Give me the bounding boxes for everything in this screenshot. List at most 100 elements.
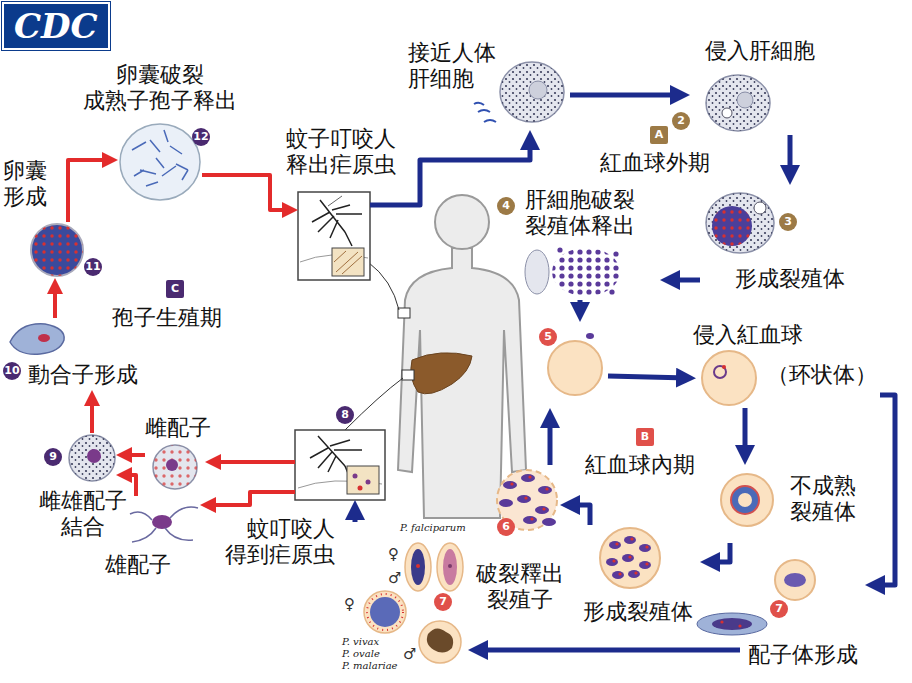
callout-number: 5	[539, 328, 557, 346]
mature-schizont-cell	[612, 571, 624, 579]
invaded-liver-cell	[737, 92, 753, 108]
liver-rupture	[609, 289, 614, 294]
ruptured-oocyst: 卵囊破裂 成熟子孢子释出	[118, 122, 202, 202]
cycle-arrow	[743, 408, 748, 457]
cycle-arrow	[548, 416, 553, 465]
ruptured-cell	[535, 506, 549, 514]
mature-schizont-cell	[606, 536, 651, 579]
gametocyte-cell	[720, 620, 723, 623]
mosquito-bite-picture	[312, 200, 362, 246]
zygote	[69, 435, 115, 481]
liver-rupture	[525, 250, 549, 294]
mature-schizont-cell	[639, 544, 651, 552]
liver-cell	[500, 62, 564, 122]
callout-number: 12	[192, 128, 210, 146]
ring-stage-cell	[702, 351, 756, 405]
stage-name: 蚊叮咬人 得到疟原虫	[210, 516, 335, 569]
mature-schizont-cell	[618, 572, 621, 575]
immature-schizont-cell	[731, 486, 759, 514]
ruptured-oocyst-shape	[132, 130, 188, 186]
vivax-gametocytes	[419, 621, 461, 663]
ruptured-cell	[542, 507, 545, 510]
cycle-arrow	[578, 300, 583, 314]
liver-rupture-stage: 肝細胞破裂 裂殖体释出	[520, 185, 660, 300]
mature-schizont-cell	[630, 537, 633, 540]
macrogamete	[153, 445, 197, 489]
callout-number: 11	[84, 258, 102, 276]
immature-schizont-cell	[738, 493, 752, 507]
mosquito-bite-picture	[298, 192, 370, 280]
liver-schizont	[712, 206, 752, 246]
ruptured-oocyst-shape	[120, 124, 200, 200]
vivax-gametocytes	[370, 597, 400, 627]
stage-name: 卵囊 形成	[3, 158, 53, 211]
stage-name: 配子体形成	[748, 642, 863, 668]
callout-number: 7	[434, 593, 452, 611]
microgamete	[130, 507, 198, 542]
cycle-arrow	[206, 492, 295, 505]
ruptured-cell	[538, 486, 552, 494]
invaded-liver-cell	[706, 75, 770, 131]
ookinete-shape	[10, 324, 64, 354]
mature-schizont-cell	[609, 541, 621, 549]
stage-letter: A	[650, 126, 668, 144]
ruptured-cell	[503, 481, 517, 489]
ruptured-cell	[523, 516, 537, 524]
macrogamete	[153, 445, 197, 489]
zygote	[87, 449, 101, 463]
cycle-arrow	[211, 460, 295, 464]
stage-label: 孢子生殖期	[112, 305, 222, 331]
stage-name: 侵入肝細胞	[705, 38, 835, 64]
human-body	[345, 195, 526, 518]
zygote: 雌雄配子 結合	[68, 433, 116, 483]
sex-symbol: ♂	[403, 646, 416, 662]
callout-number: 8	[336, 406, 354, 424]
microgamete: 雄配子	[128, 496, 200, 546]
falciparum-gametocytes	[416, 564, 420, 568]
oocyst-shape	[31, 224, 83, 276]
mosquito-feed-picture	[366, 480, 371, 485]
mosquito-feed-box: 蚊叮咬人 得到疟原虫	[295, 430, 385, 500]
falciparum-gametocytes	[437, 543, 463, 591]
stage-name: 接近人体 肝细胞	[408, 40, 508, 93]
mosquito-bite-picture	[334, 251, 362, 274]
cycle-arrow	[570, 93, 682, 98]
ruptured-cell	[510, 482, 513, 485]
mature-schizont-cell	[615, 542, 618, 545]
microgamete	[130, 507, 198, 542]
cycle-arrow	[476, 648, 740, 653]
oocyst-shape	[31, 224, 83, 276]
macrogamete	[153, 445, 197, 489]
human-body	[398, 248, 526, 518]
cycle-arrow	[353, 508, 358, 522]
ookinete-shape	[10, 324, 64, 354]
cycle-arrow	[568, 505, 590, 525]
gametocyte-cell	[712, 618, 752, 630]
stage-name: 不成熟 裂殖体	[790, 473, 862, 526]
macrogamete	[166, 459, 178, 471]
callout-number: 10	[3, 362, 21, 380]
immature-schizont: 不成熟 裂殖体	[715, 465, 865, 543]
callout-number: 9	[44, 448, 62, 466]
mosquito-feed-picture	[358, 486, 363, 491]
liver-cell-stage: 侵入肝細胞	[690, 35, 870, 135]
sex-symbol: ♀	[344, 596, 355, 612]
invaded-liver-cell	[706, 75, 770, 131]
mosquito-feed-picture	[347, 466, 379, 494]
stage-label: 紅血球內期	[585, 452, 695, 478]
human-body	[411, 353, 472, 394]
mature-schizont-cell	[645, 545, 648, 548]
cycle-arrow	[90, 396, 94, 433]
falciparum-gametocytes	[405, 543, 431, 591]
liver-cell	[500, 62, 564, 122]
gametocyte-cell	[738, 624, 741, 627]
ruptured-cell	[521, 474, 535, 482]
callout-number: 2	[672, 112, 690, 130]
mosquito-bite-picture	[332, 248, 364, 276]
erythrocytic-schizont: 形成裂殖体	[575, 525, 700, 625]
cycle-arrow	[53, 284, 57, 318]
stage-name: 卵囊破裂 成熟子孢子释出	[72, 62, 248, 115]
cycle-arrow	[668, 278, 700, 283]
stage-name: 肝細胞破裂 裂殖体释出	[525, 187, 660, 240]
